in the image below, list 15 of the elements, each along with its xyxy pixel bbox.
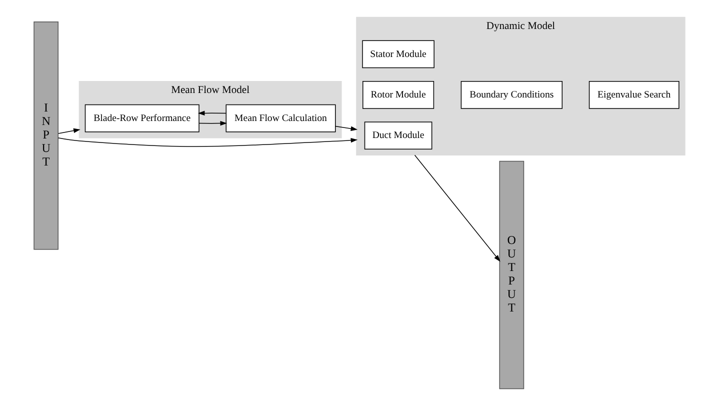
node-box: Blade-Row Performance [84, 104, 199, 132]
node-box: Stator Module [362, 40, 434, 68]
node-box: O U T P U T [498, 160, 524, 390]
arrow [58, 128, 80, 134]
arrow [198, 120, 227, 126]
node-box: Eigenvalue Search [588, 80, 679, 109]
node-box: Mean Flow Calculation [225, 104, 336, 132]
node-box: Boundary Conditions [460, 80, 562, 109]
arrow [414, 154, 500, 262]
arrow [334, 126, 358, 131]
arrow [57, 138, 358, 147]
arrow [197, 110, 226, 116]
node-box: Rotor Module [362, 80, 434, 109]
node-box: Duct Module [364, 122, 432, 150]
node-box: I N P U T [33, 21, 58, 250]
